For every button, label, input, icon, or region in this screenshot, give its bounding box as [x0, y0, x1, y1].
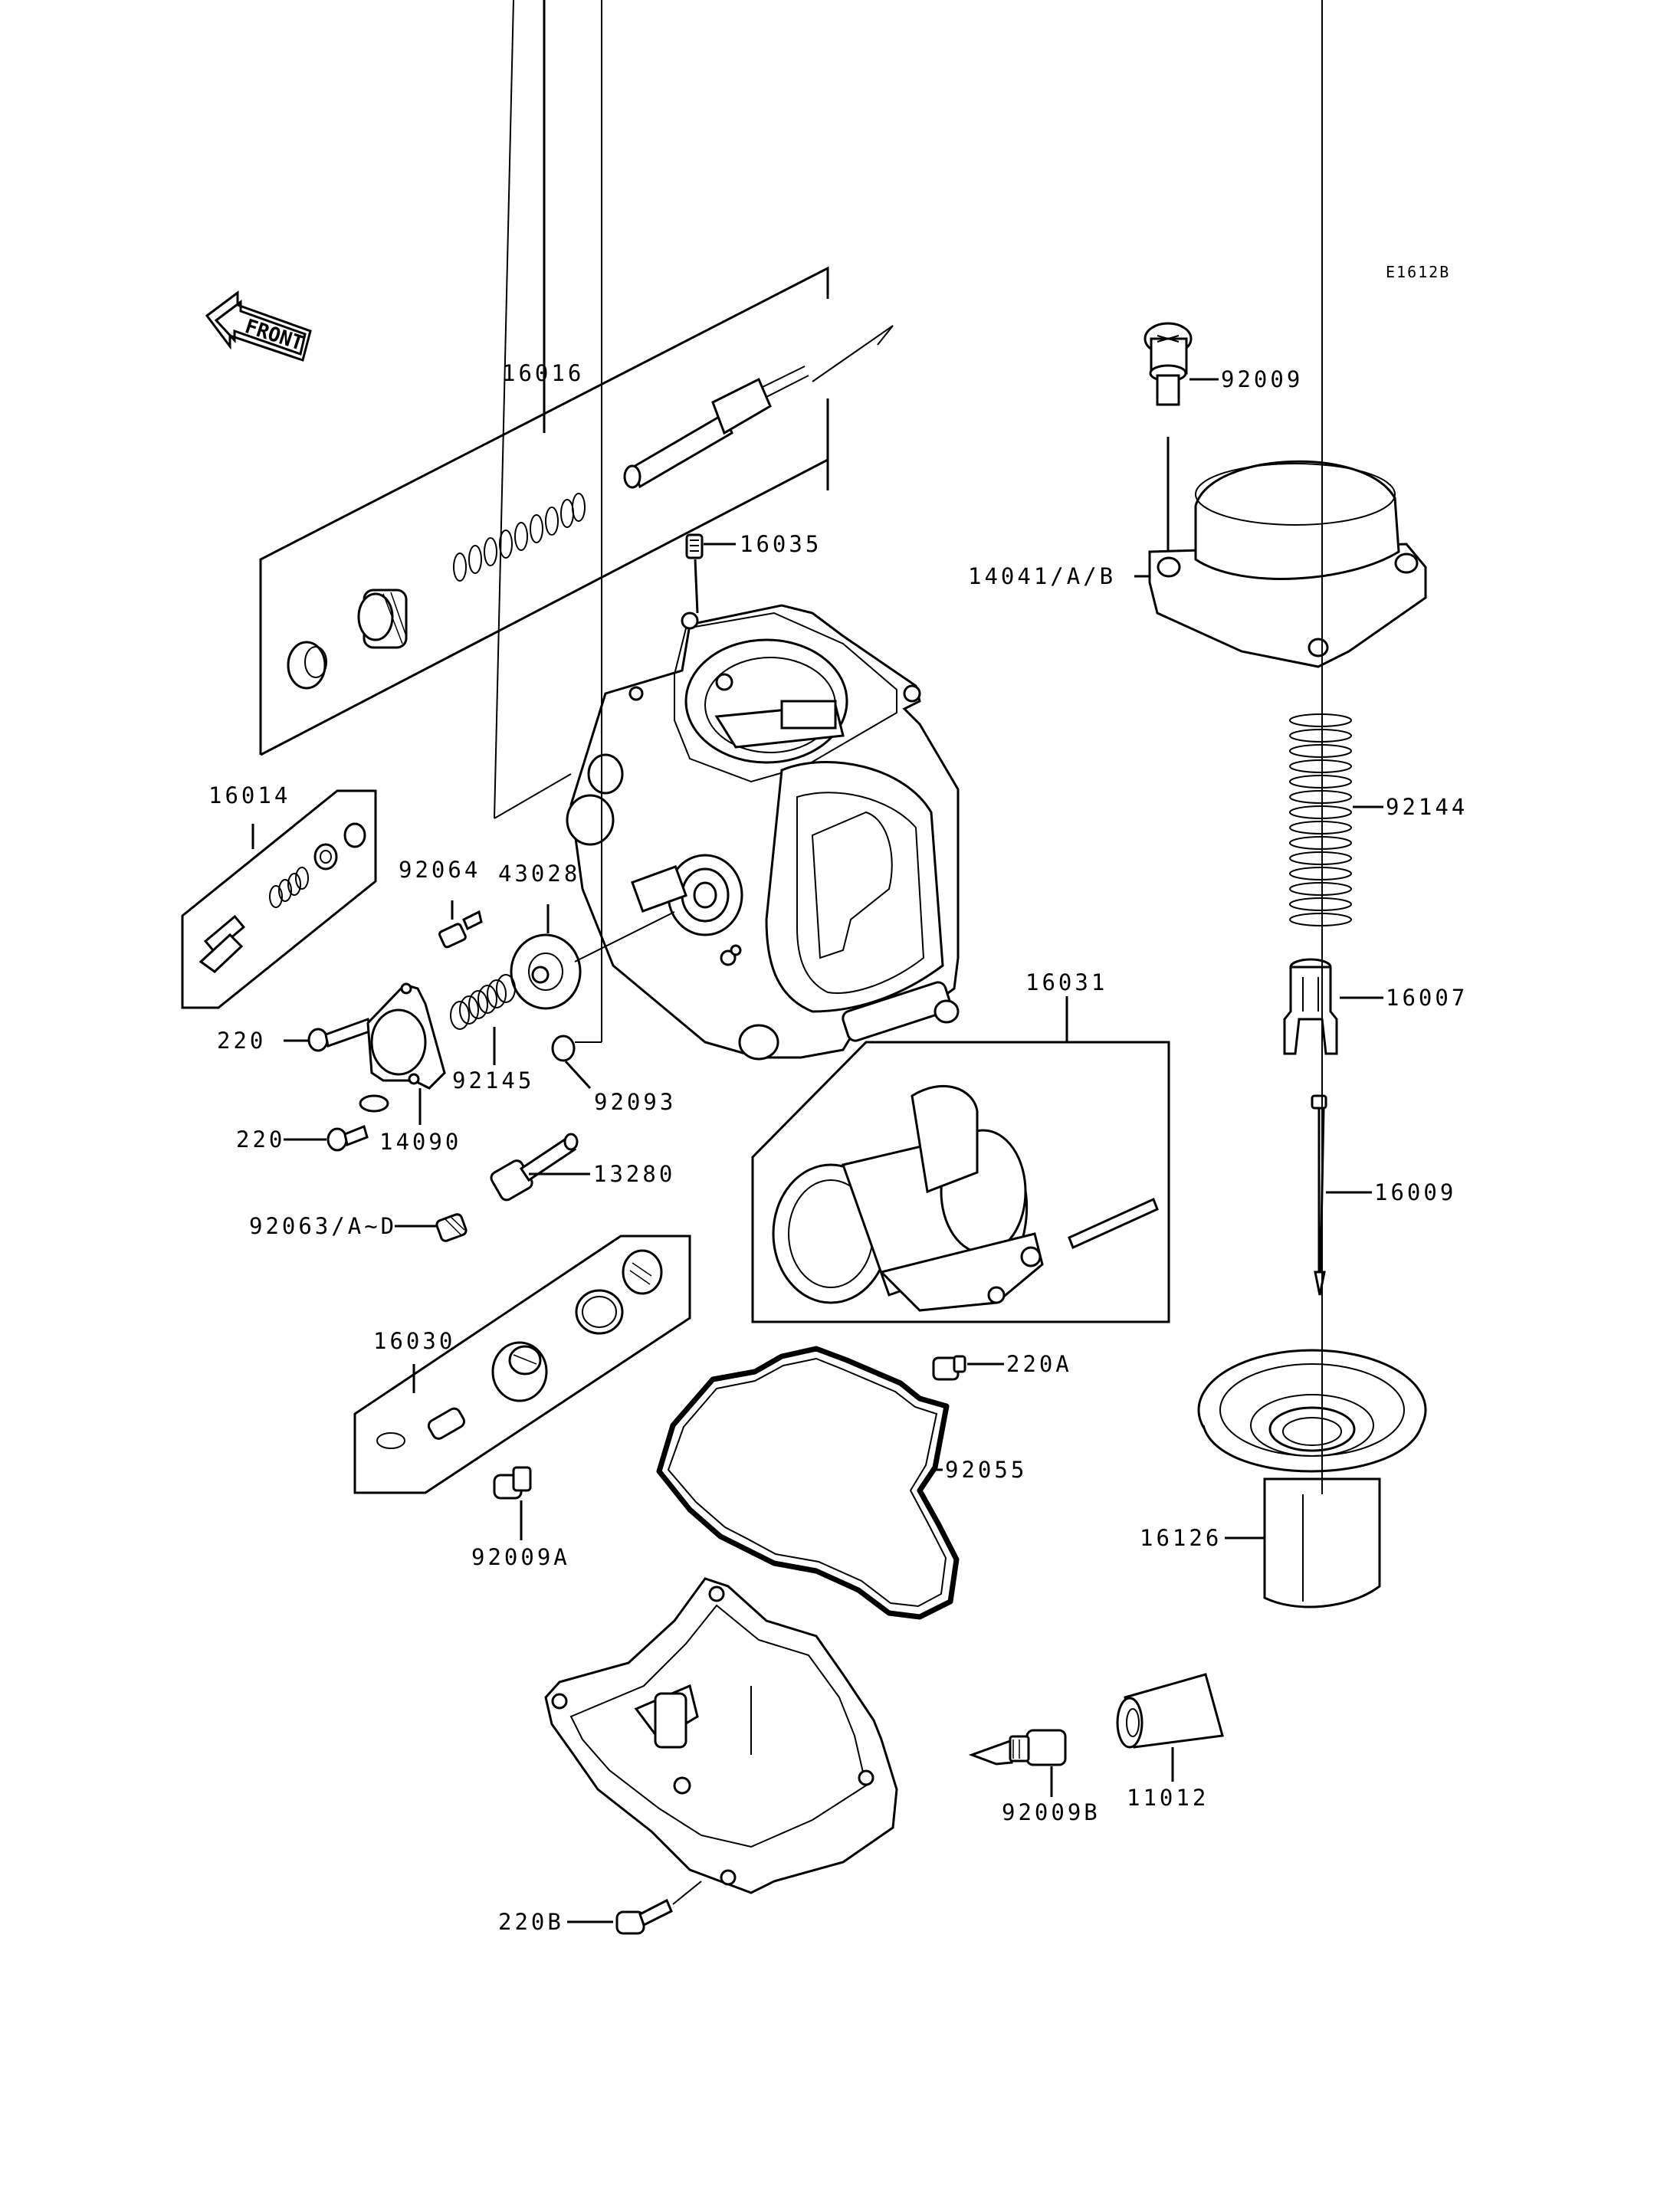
diagram-code: E1612B [1386, 263, 1450, 281]
label-92145: 92145 [452, 1067, 534, 1094]
part-92093 [551, 0, 602, 1090]
label-16009: 16009 [1374, 1179, 1456, 1205]
label-92063: 92063/A~D [249, 1213, 397, 1239]
part-92055-gasket [656, 1346, 960, 1620]
label-220A: 220A [1006, 1351, 1072, 1377]
part-16016-kit [259, 266, 894, 756]
part-16007 [1283, 958, 1383, 1055]
part-92009B-screw [968, 1729, 1067, 1797]
label-16035: 16035 [740, 531, 822, 557]
part-92063 [395, 1213, 468, 1242]
label-92093: 92093 [594, 1089, 676, 1115]
part-92009 [1144, 322, 1219, 567]
part-14041-cover [1134, 460, 1427, 668]
label-16031: 16031 [1025, 969, 1107, 995]
label-220-2: 220 [236, 1126, 285, 1153]
part-11012-cap [1116, 1673, 1224, 1782]
part-220-screw-1 [284, 1018, 373, 1052]
part-92064 [438, 900, 483, 949]
carburetor-float-bowl [544, 1577, 898, 1894]
label-220-1: 220 [217, 1028, 266, 1054]
label-92009B: 92009B [1002, 1799, 1101, 1825]
part-16126-piston [1197, 0, 1427, 1608]
label-16030: 16030 [373, 1328, 455, 1354]
label-11012: 11012 [1127, 1785, 1209, 1811]
label-92009A: 92009A [471, 1544, 570, 1570]
label-92009: 92009 [1221, 366, 1303, 392]
part-92144 [1289, 713, 1383, 926]
label-220B: 220B [498, 1909, 564, 1935]
label-43028: 43028 [498, 861, 580, 887]
part-92145 [450, 974, 516, 1065]
part-220-screw-2 [284, 1124, 369, 1152]
label-14041: 14041/A/B [968, 563, 1116, 589]
label-13280: 13280 [593, 1161, 675, 1187]
label-14090: 14090 [379, 1129, 461, 1155]
label-16016: 16016 [502, 360, 584, 386]
carburetor-body [566, 604, 960, 1061]
part-220B-screw [567, 1881, 702, 1935]
part-220A-screw [932, 1355, 1004, 1381]
part-16031-kit [751, 996, 1170, 1323]
part-13280 [490, 1133, 590, 1202]
part-43028 [510, 904, 675, 1010]
part-92009A-screw [493, 1466, 532, 1540]
part-16009-needle [1311, 1094, 1372, 1296]
label-92064: 92064 [399, 857, 481, 883]
part-16035 [685, 533, 736, 614]
label-16007: 16007 [1386, 985, 1468, 1011]
part-16030-kit [353, 1235, 691, 1494]
front-arrow-icon: FRONT [205, 290, 312, 362]
label-92055: 92055 [945, 1457, 1027, 1483]
label-92144: 92144 [1386, 794, 1468, 820]
label-16126: 16126 [1140, 1525, 1222, 1551]
part-14090-cover [359, 982, 446, 1125]
label-16014: 16014 [208, 782, 290, 808]
part-16014-kit [181, 789, 377, 1009]
